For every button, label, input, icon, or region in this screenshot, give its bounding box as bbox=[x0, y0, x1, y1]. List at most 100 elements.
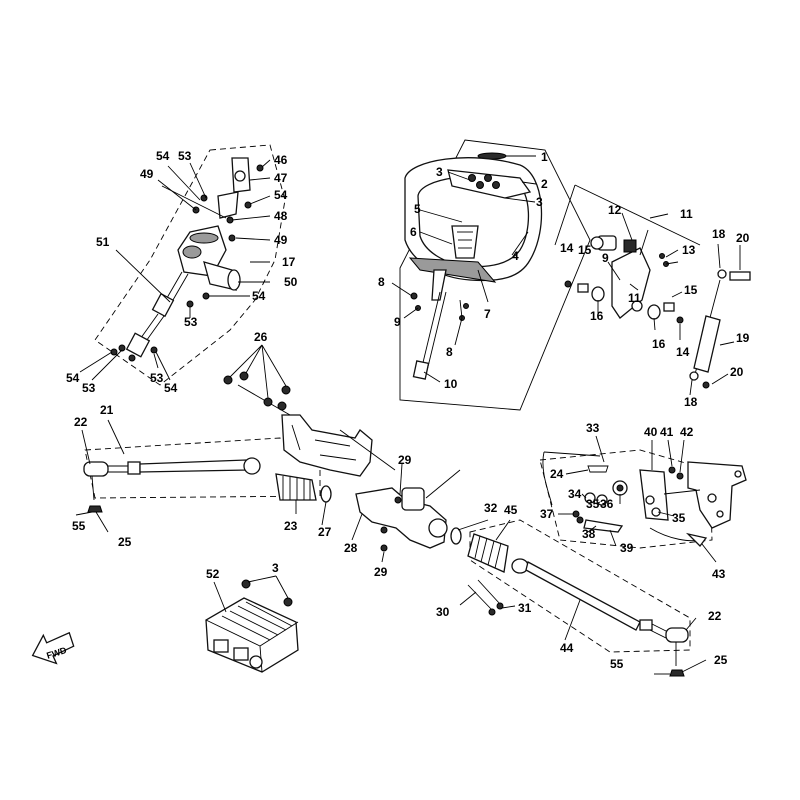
callout-54: 54 bbox=[252, 289, 266, 303]
callout-43: 43 bbox=[712, 567, 726, 581]
tilt-bracket-group bbox=[554, 184, 701, 340]
fwd-arrow: FWD bbox=[31, 631, 75, 665]
callout-29: 29 bbox=[398, 453, 412, 467]
callout-48: 48 bbox=[274, 209, 288, 223]
actuator-group bbox=[539, 435, 747, 563]
callout-3: 3 bbox=[436, 165, 443, 179]
eps-motor-group bbox=[79, 144, 286, 386]
callout-34: 34 bbox=[568, 487, 582, 501]
callout-53: 53 bbox=[178, 149, 192, 163]
callout-18: 18 bbox=[712, 227, 726, 241]
callout-49: 49 bbox=[140, 167, 154, 181]
callout-7: 7 bbox=[484, 307, 491, 321]
callout-54: 54 bbox=[66, 371, 80, 385]
callout-31: 31 bbox=[518, 601, 532, 615]
rack-boot-right bbox=[467, 533, 509, 573]
callout-17: 17 bbox=[282, 255, 296, 269]
callout-20: 20 bbox=[730, 365, 744, 379]
callout-2: 2 bbox=[541, 177, 548, 191]
callout-14: 14 bbox=[560, 241, 574, 255]
steering-rack-group bbox=[75, 344, 707, 677]
callout-42: 42 bbox=[680, 425, 694, 439]
callout-29: 29 bbox=[374, 565, 388, 579]
callout-13: 13 bbox=[682, 243, 696, 257]
callout-55: 55 bbox=[72, 519, 86, 533]
callout-54: 54 bbox=[156, 149, 170, 163]
callout-53: 53 bbox=[150, 371, 164, 385]
callout-26: 26 bbox=[254, 330, 268, 344]
callout-51: 51 bbox=[96, 235, 110, 249]
callout-54: 54 bbox=[164, 381, 178, 395]
callout-35: 35 bbox=[586, 497, 600, 511]
callout-36: 36 bbox=[600, 497, 614, 511]
callout-15: 15 bbox=[684, 283, 698, 297]
callout-54: 54 bbox=[274, 188, 288, 202]
callout-44: 44 bbox=[560, 641, 574, 655]
callout-52: 52 bbox=[206, 567, 220, 581]
callout-45: 45 bbox=[504, 503, 518, 517]
callout-25: 25 bbox=[714, 653, 728, 667]
callout-9: 9 bbox=[602, 251, 609, 265]
tie-rod-end-right bbox=[665, 627, 689, 643]
callout-53: 53 bbox=[82, 381, 96, 395]
callout-35: 35 bbox=[672, 511, 686, 525]
callout-11: 11 bbox=[628, 291, 641, 305]
steering-column-group bbox=[391, 139, 591, 411]
callout-55: 55 bbox=[610, 657, 624, 671]
callout-8: 8 bbox=[446, 345, 453, 359]
callout-5: 5 bbox=[414, 202, 421, 216]
callout-11: 11 bbox=[680, 207, 693, 221]
callout-22: 22 bbox=[708, 609, 722, 623]
callout-16: 16 bbox=[652, 337, 666, 351]
callout-27: 27 bbox=[318, 525, 332, 539]
steering-damper-group bbox=[689, 243, 751, 396]
callout-32: 32 bbox=[484, 501, 498, 515]
callout-4: 4 bbox=[512, 249, 519, 263]
tie-rod-left bbox=[139, 459, 249, 473]
callout-10: 10 bbox=[444, 377, 458, 391]
callout-22: 22 bbox=[74, 415, 88, 429]
tie-rod-right bbox=[525, 561, 641, 631]
callout-49: 49 bbox=[274, 233, 288, 247]
callout-21: 21 bbox=[100, 403, 114, 417]
callout-24: 24 bbox=[550, 467, 564, 481]
tilt-bracket bbox=[611, 247, 651, 319]
callout-30: 30 bbox=[436, 605, 450, 619]
eps-control-unit bbox=[205, 575, 299, 673]
callout-39: 39 bbox=[620, 541, 634, 555]
callout-28: 28 bbox=[344, 541, 358, 555]
callout-14: 14 bbox=[676, 345, 690, 359]
callout-33: 33 bbox=[586, 421, 600, 435]
callout-46: 46 bbox=[274, 153, 288, 167]
callout-25: 25 bbox=[118, 535, 132, 549]
callout-41: 41 bbox=[660, 425, 674, 439]
callout-3: 3 bbox=[272, 561, 279, 575]
callout-23: 23 bbox=[284, 519, 298, 533]
steering-damper bbox=[693, 315, 721, 373]
callout-50: 50 bbox=[284, 275, 298, 289]
column-shaft bbox=[431, 269, 447, 301]
steering-gear-housing bbox=[355, 487, 447, 549]
callout-18: 18 bbox=[684, 395, 698, 409]
callout-6: 6 bbox=[410, 225, 417, 239]
spline-hub bbox=[451, 225, 479, 259]
callout-8: 8 bbox=[378, 275, 385, 289]
callout-38: 38 bbox=[582, 527, 596, 541]
callout-47: 47 bbox=[274, 171, 288, 185]
callout-1: 1 bbox=[541, 150, 548, 164]
callout-37: 37 bbox=[540, 507, 554, 521]
callout-12: 12 bbox=[608, 203, 622, 217]
column-plate bbox=[408, 257, 497, 283]
rack-mount-frame bbox=[281, 414, 373, 477]
eps-controller-box bbox=[205, 597, 299, 673]
callout-19: 19 bbox=[736, 331, 750, 345]
callout-40: 40 bbox=[644, 425, 658, 439]
actuator-bracket bbox=[687, 461, 747, 529]
rack-boot-left bbox=[275, 473, 317, 501]
tie-rod-end-left bbox=[83, 461, 109, 477]
callout-16: 16 bbox=[590, 309, 604, 323]
callout-3: 3 bbox=[536, 195, 543, 209]
callout-9: 9 bbox=[394, 315, 401, 329]
